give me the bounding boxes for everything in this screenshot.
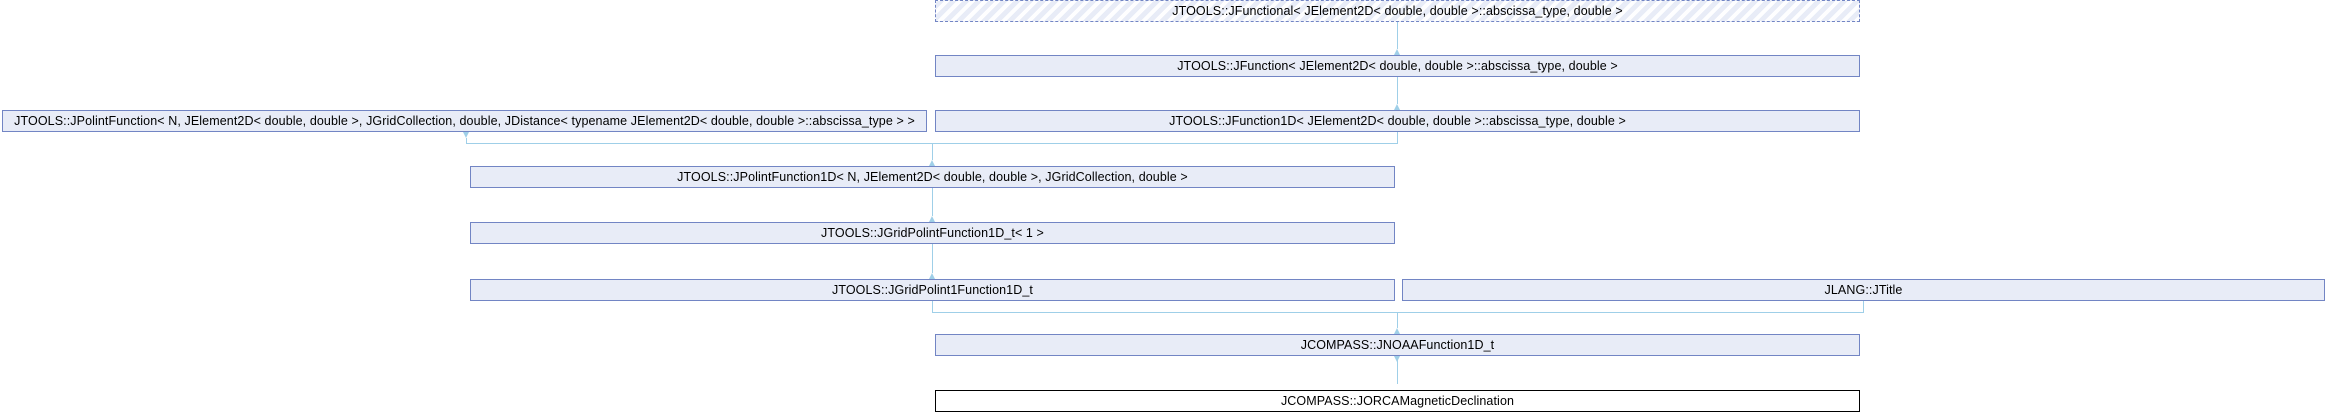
class-node-jtitle[interactable]: JLANG::JTitle (1402, 279, 2325, 301)
class-node-label: JTOOLS::JPolintFunction1D< N, JElement2D… (677, 169, 1188, 184)
edge-jpolintfunction-span (466, 143, 933, 144)
edge-jpolintfunction-riser (466, 138, 467, 143)
edge-jnoaafunction1dt-to-jorcamagneticdeclination (1397, 356, 1398, 384)
class-node-label: JTOOLS::JGridPolint1Function1D_t (832, 282, 1033, 297)
arrowhead-jnoaafunction1dt (1393, 328, 1400, 334)
class-node-jpolintfunction[interactable]: JTOOLS::JPolintFunction< N, JElement2D< … (2, 110, 927, 132)
edge-jtitle-drop (1863, 301, 1864, 312)
class-node-jfunctional[interactable]: JTOOLS::JFunctional< JElement2D< double,… (935, 0, 1860, 22)
edge-jnoaa-riser (1397, 312, 1398, 328)
edge-jnoaa-span-right (1397, 312, 1864, 313)
class-node-label: JLANG::JTitle (1824, 282, 1903, 297)
edge-jgridpolint1function1dt-drop (932, 301, 933, 312)
class-node-label: JCOMPASS::JORCAMagneticDeclination (1280, 393, 1515, 408)
edge-jnoaa-span-left (932, 312, 1398, 313)
class-node-label: JCOMPASS::JNOAAFunction1D_t (1300, 337, 1495, 352)
arrowhead-jgridpolintfunction1dt (928, 216, 935, 222)
edge-jgridpolintfunction1dt-to-jgridpolint1function1dt (932, 244, 933, 273)
class-node-label: JTOOLS::JFunction< JElement2D< double, d… (1177, 58, 1618, 73)
class-node-label: JTOOLS::JPolintFunction< N, JElement2D< … (14, 113, 915, 128)
class-node-label: JTOOLS::JFunction1D< JElement2D< double,… (1169, 113, 1626, 128)
class-node-jgridpolintfunction1d-t[interactable]: JTOOLS::JGridPolintFunction1D_t< 1 > (470, 222, 1395, 244)
class-node-jnoaafunction1d-t[interactable]: JCOMPASS::JNOAAFunction1D_t (935, 334, 1860, 356)
edge-jfunctional-to-jfunction (1397, 22, 1398, 49)
class-node-jfunction[interactable]: JTOOLS::JFunction< JElement2D< double, d… (935, 55, 1860, 77)
arrowhead-jgridpolint1function1dt (928, 273, 935, 279)
edge-jpolintfunction1d-to-jgridpolintfunction1dt (932, 188, 933, 216)
arrowhead-jpolintfunction (462, 132, 469, 138)
class-node-jpolintfunction1d[interactable]: JTOOLS::JPolintFunction1D< N, JElement2D… (470, 166, 1395, 188)
arrowhead-jfunction (1393, 49, 1400, 55)
class-node-jgridpolint1function1d-t[interactable]: JTOOLS::JGridPolint1Function1D_t (470, 279, 1395, 301)
class-node-jorcamagneticdeclination[interactable]: JCOMPASS::JORCAMagneticDeclination (935, 390, 1860, 412)
edge-jfunction-to-jfunction1d (1397, 77, 1398, 104)
edge-jfunction1d-drop (1397, 132, 1398, 143)
arrowhead-jpolintfunction1d-right (928, 160, 935, 166)
class-node-jfunction1d[interactable]: JTOOLS::JFunction1D< JElement2D< double,… (935, 110, 1860, 132)
arrowhead-jnoaa-up (1393, 356, 1400, 362)
arrowhead-jfunction1d (1393, 104, 1400, 110)
edge-jfunction1d-to-jpolintfunction1d (932, 143, 933, 160)
edge-jfunction1d-span (932, 143, 1398, 144)
class-node-label: JTOOLS::JFunctional< JElement2D< double,… (1172, 3, 1623, 18)
class-node-label: JTOOLS::JGridPolintFunction1D_t< 1 > (821, 225, 1044, 240)
